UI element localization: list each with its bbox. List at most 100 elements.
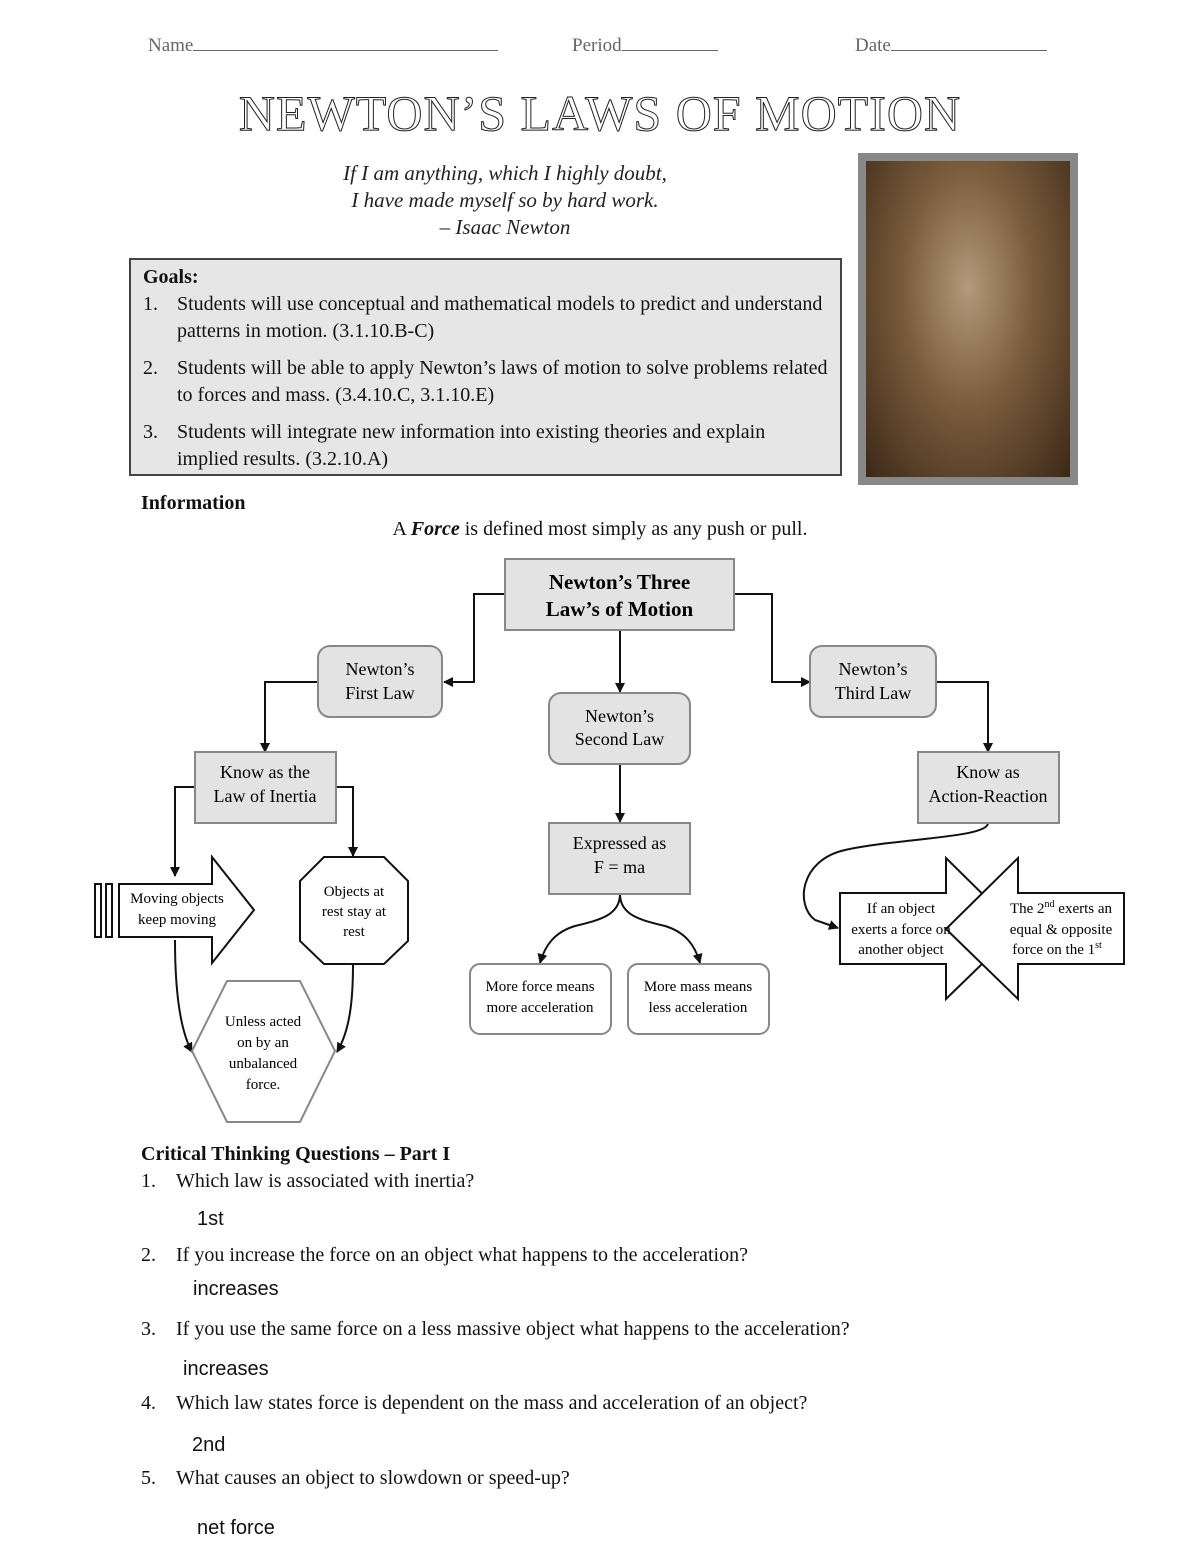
if-label-1: If an object bbox=[867, 901, 936, 917]
unless-label-2: on by an bbox=[237, 1035, 289, 1051]
moremass-label-1: More mass means bbox=[644, 979, 752, 995]
connector-inertia-moving bbox=[170, 786, 195, 877]
unbalanced-force-hexagon bbox=[190, 980, 337, 1123]
question-text: If you increase the force on an object w… bbox=[176, 1244, 748, 1266]
second-law-label-1: Newton’s bbox=[585, 706, 654, 726]
critical-thinking-heading: Critical Thinking Questions – Part I bbox=[141, 1143, 451, 1165]
date-label: Date bbox=[855, 35, 891, 56]
goals-box: Goals: 1. Students will use conceptual an… bbox=[129, 258, 842, 476]
rest-label-3: rest bbox=[343, 924, 365, 940]
definition-post: is defined most simply as any push or pu… bbox=[459, 518, 808, 540]
information-heading: Information bbox=[141, 492, 246, 514]
answer-text[interactable]: 1st bbox=[197, 1208, 224, 1230]
answer-text[interactable]: net force bbox=[197, 1517, 275, 1539]
more-force-box bbox=[469, 963, 612, 1035]
if-label-3: another object bbox=[858, 942, 944, 958]
rest-label-2: rest stay at bbox=[322, 904, 387, 920]
connector-rest-unless bbox=[336, 963, 354, 1053]
moving-objects-arrow bbox=[94, 854, 256, 966]
first-law-box bbox=[317, 645, 443, 718]
first-law-label-2: First Law bbox=[345, 683, 415, 703]
fma-label-2: F = ma bbox=[594, 857, 645, 877]
question-item: 2. If you increase the force on an object… bbox=[141, 1244, 748, 1267]
connector-inertia-rest bbox=[336, 786, 358, 857]
moreforce-label-1: More force means bbox=[485, 979, 594, 995]
question-text: Which law is associated with inertia? bbox=[176, 1170, 475, 1192]
if-label-2: exerts a force on bbox=[851, 922, 951, 938]
name-blank[interactable] bbox=[193, 34, 499, 51]
connector-fma-moreforce bbox=[537, 893, 621, 964]
newtons-laws-flowchart: Newton’s Three Law’s of Motion Newton’s … bbox=[94, 558, 1125, 1123]
question-item: 3. If you use the same force on a less ma… bbox=[141, 1318, 850, 1341]
ar-label-1: Know as bbox=[956, 762, 1020, 782]
question-item: 4. Which law states force is dependent on… bbox=[141, 1392, 807, 1415]
period-field[interactable]: Period bbox=[572, 34, 718, 57]
question-number: 3. bbox=[141, 1318, 156, 1340]
quote-line-1: If I am anything, which I highly doubt, bbox=[343, 161, 667, 185]
reaction-arrow bbox=[944, 855, 1125, 1002]
moreforce-label-2: more acceleration bbox=[486, 1000, 594, 1016]
rest-label-1: Objects at bbox=[324, 884, 385, 900]
answer-text[interactable]: increases bbox=[183, 1358, 269, 1380]
force-definition: A Force is defined most simply as any pu… bbox=[0, 518, 1200, 541]
second-law-box bbox=[548, 692, 691, 765]
question-number: 1. bbox=[141, 1170, 156, 1192]
ar-label-2: Action-Reaction bbox=[929, 786, 1048, 806]
inertia-label-1: Know as the bbox=[220, 762, 310, 782]
answer-text[interactable]: 2nd bbox=[192, 1434, 226, 1456]
f-equals-ma-box bbox=[548, 822, 691, 895]
unless-label-1: Unless acted bbox=[225, 1014, 302, 1030]
question-item: 1. Which law is associated with inertia? bbox=[141, 1170, 474, 1193]
moving-label-2: keep moving bbox=[138, 912, 216, 928]
moving-label-1: Moving objects bbox=[130, 891, 224, 907]
third-law-label-2: Third Law bbox=[835, 683, 911, 703]
root-box bbox=[504, 558, 735, 631]
root-label-1: Newton’s Three bbox=[549, 570, 690, 594]
question-text: Which law states force is dependent on t… bbox=[176, 1392, 808, 1414]
goal-text: Students will integrate new information … bbox=[177, 421, 766, 470]
goal-item: 3. Students will integrate new informatio… bbox=[143, 419, 828, 473]
goal-item: 1. Students will use conceptual and mathe… bbox=[143, 291, 828, 345]
date-field[interactable]: Date bbox=[855, 34, 1047, 57]
second-exerts-label-3: force on the 1st bbox=[1012, 940, 1102, 958]
second-exerts-label-1: The 2nd exerts an bbox=[1010, 899, 1113, 917]
question-text: If you use the same force on a less mass… bbox=[176, 1318, 850, 1340]
more-mass-box bbox=[627, 963, 770, 1035]
third-law-box bbox=[809, 645, 937, 718]
answer-text[interactable]: increases bbox=[193, 1278, 279, 1300]
definition-term: Force bbox=[410, 518, 460, 540]
first-law-label-1: Newton’s bbox=[346, 659, 415, 679]
goal-number: 3. bbox=[143, 421, 158, 443]
portrait-image bbox=[866, 161, 1070, 477]
date-blank[interactable] bbox=[890, 34, 1047, 51]
connector-root-first bbox=[443, 593, 505, 687]
name-label: Name bbox=[148, 35, 194, 56]
question-item: 5.What causes an object to slowdown or s… bbox=[141, 1467, 570, 1490]
newton-quote: If I am anything, which I highly doubt, … bbox=[270, 160, 740, 241]
question-number: 4. bbox=[141, 1392, 156, 1414]
objects-at-rest-octagon bbox=[299, 856, 409, 965]
second-law-label-2: Second Law bbox=[575, 729, 664, 749]
moremass-label-2: less acceleration bbox=[649, 1000, 748, 1016]
goal-text: Students will use conceptual and mathema… bbox=[177, 293, 823, 342]
connector-fma-moremass bbox=[619, 893, 703, 964]
goal-number: 1. bbox=[143, 293, 158, 315]
question-number: 2. bbox=[141, 1244, 156, 1266]
name-field[interactable]: Name bbox=[148, 34, 499, 57]
period-blank[interactable] bbox=[621, 34, 718, 51]
page-title: NEWTON’S LAWS OF MOTION bbox=[238, 85, 962, 142]
unless-label-4: force. bbox=[246, 1077, 281, 1093]
law-of-inertia-box bbox=[194, 751, 337, 824]
question-text: What causes an object to slowdown or spe… bbox=[176, 1467, 570, 1489]
connector-first-inertia bbox=[260, 681, 318, 753]
inertia-label-2: Law of Inertia bbox=[214, 786, 317, 806]
second-exerts-label-2: equal & opposite bbox=[1010, 922, 1113, 938]
isaac-newton-portrait bbox=[858, 153, 1078, 485]
goal-text: Students will be able to apply Newton’s … bbox=[177, 357, 828, 406]
definition-pre: A bbox=[392, 518, 411, 540]
action-reaction-box bbox=[917, 751, 1060, 824]
fma-label-1: Expressed as bbox=[573, 833, 666, 853]
connector-moving-unless bbox=[174, 939, 193, 1053]
goals-heading: Goals: bbox=[143, 266, 199, 288]
quote-line-2: I have made myself so by hard work. bbox=[351, 188, 659, 212]
